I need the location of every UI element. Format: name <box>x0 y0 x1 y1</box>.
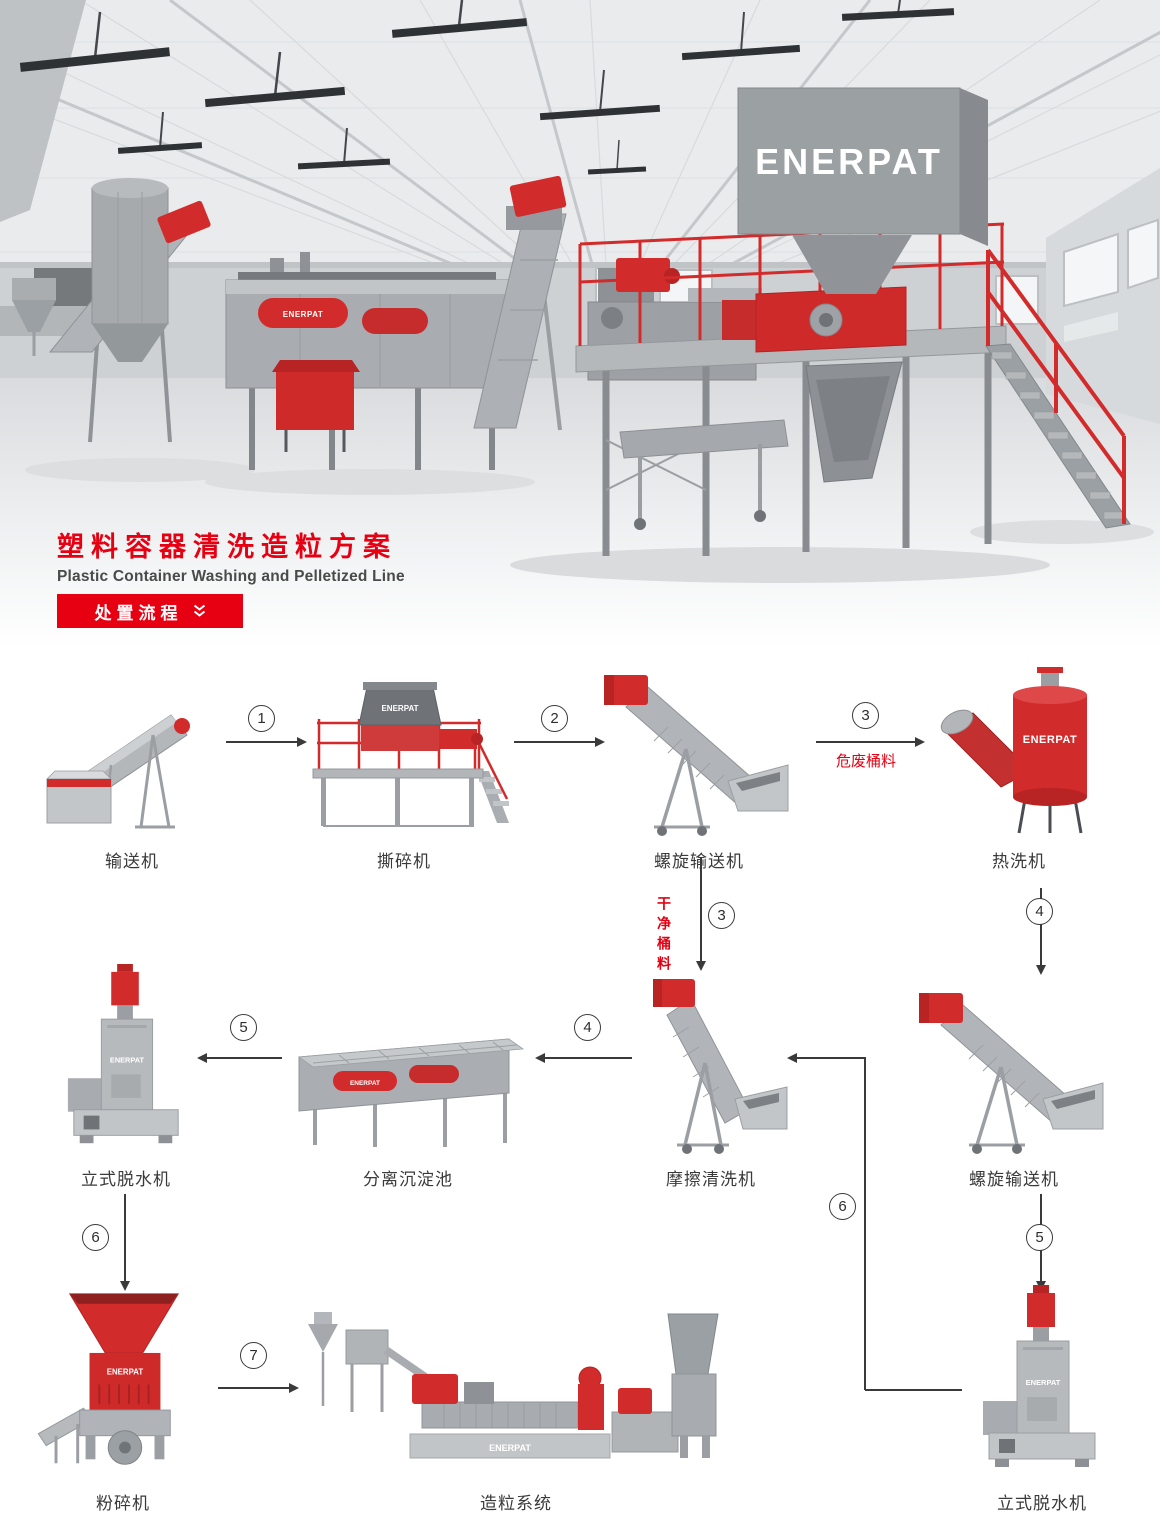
machine-label: 立式脱水机 <box>81 1170 171 1189</box>
step-4-badge-2: 4 <box>574 1014 601 1041</box>
page-title: 塑料容器清洗造粒方案 <box>57 532 397 562</box>
arrow-step-2 <box>514 737 605 747</box>
arrow-step-4b <box>535 1053 632 1063</box>
note-hazardous-barrels: 危废桶料 <box>835 753 896 770</box>
step-2-badge: 2 <box>541 705 568 732</box>
machine-friction-washer: 摩擦清洗机 <box>630 964 792 1190</box>
title-block: 塑料容器清洗造粒方案 Plastic Container Washing and… <box>57 532 405 586</box>
machine-label: 撕碎机 <box>377 852 431 871</box>
pelletizing-system-image: ENERPAT <box>307 1312 719 1459</box>
machine-label: 造粒系统 <box>480 1494 552 1513</box>
machine-screw-conveyor-1: 螺旋输送机 <box>600 660 798 872</box>
arrow-step-7 <box>218 1383 299 1393</box>
machine-label: 螺旋输送机 <box>969 1170 1059 1189</box>
step-3-badge: 3 <box>852 702 879 729</box>
brand-text: ENERPAT <box>489 1443 531 1453</box>
brand-text: ENERPAT <box>381 704 418 713</box>
crusher-image: ENERPAT <box>37 1293 180 1465</box>
arrow-step-1 <box>226 737 307 747</box>
page-subtitle: Plastic Container Washing and Pelletized… <box>57 567 405 585</box>
machine-pelletizing-system: ENERPAT 造粒系统 <box>292 1284 740 1514</box>
step-7-badge: 7 <box>240 1342 267 1369</box>
step-5-badge: 5 <box>230 1014 257 1041</box>
machine-separation-tank: ENERPAT 分离沉淀池 <box>282 964 534 1190</box>
access-stairs <box>985 248 1131 529</box>
machine-conveyor: 输送机 <box>42 660 222 872</box>
brand-text: ENERPAT <box>110 1055 145 1064</box>
silo-and-feeder <box>48 178 211 443</box>
machine-label: 螺旋输送机 <box>654 852 744 871</box>
right-wall <box>1046 168 1160 424</box>
brand-text: ENERPAT <box>1026 1378 1061 1387</box>
machine-label: 立式脱水机 <box>997 1494 1087 1513</box>
conveyor-image <box>45 714 190 829</box>
machine-vertical-dewatering-2: ENERPAT 立式脱水机 <box>962 1284 1122 1514</box>
shredder-platform: ENERPAT <box>575 87 1007 556</box>
arrow-step-5 <box>197 1053 282 1063</box>
arrow-step-3 <box>816 737 925 747</box>
ceiling-lights <box>19 0 955 175</box>
brand-text: ENERPAT <box>283 310 324 319</box>
step-1-badge: 1 <box>248 705 275 732</box>
shredder-image: ENERPAT <box>312 682 509 827</box>
machine-hot-washer: ENERPAT 热洗机 <box>925 660 1113 872</box>
machine-vertical-dewatering-1: ENERPAT 立式脱水机 <box>50 964 202 1190</box>
friction-washer-image <box>653 979 788 1154</box>
hot-washer-image: ENERPAT <box>940 667 1087 834</box>
machine-label: 输送机 <box>105 852 159 871</box>
step-6-badge-2: 6 <box>829 1193 856 1220</box>
inclined-conveyor <box>473 175 567 431</box>
screw-conveyor-image <box>918 993 1103 1154</box>
machine-screw-conveyor-2: 螺旋输送机 <box>915 964 1113 1190</box>
return-line-horizontal <box>865 1389 962 1391</box>
separation-tank-image: ENERPAT <box>297 1038 525 1147</box>
washing-tank: ENERPAT <box>225 252 509 470</box>
vertical-dewatering-image: ENERPAT <box>67 964 179 1144</box>
brand-text: ENERPAT <box>755 141 943 182</box>
arrow-step-3-down <box>696 858 706 971</box>
machine-crusher: ENERPAT 粉碎机 <box>32 1284 214 1514</box>
machine-label: 分离沉淀池 <box>363 1170 453 1189</box>
step-4-badge: 4 <box>1026 898 1053 925</box>
step-3-badge-2: 3 <box>708 902 735 929</box>
stair-railing <box>986 248 1126 524</box>
process-flow-button[interactable]: 处置流程 <box>57 594 243 628</box>
step-5-badge-2: 5 <box>1026 1224 1053 1251</box>
brand-text: ENERPAT <box>350 1080 380 1087</box>
return-line-vertical <box>864 1058 866 1390</box>
arrow-step-4-down <box>1036 888 1046 975</box>
machine-shredder: ENERPAT 撕碎机 <box>298 660 510 872</box>
arrow-step-6-down <box>120 1194 130 1291</box>
note-clean-barrels: 干净桶料 <box>656 896 672 976</box>
vertical-dewatering-image: ENERPAT <box>983 1285 1096 1467</box>
double-chevron-down-icon <box>193 604 205 617</box>
machine-label: 粉碎机 <box>96 1494 150 1513</box>
machine-label: 摩擦清洗机 <box>666 1170 756 1189</box>
step-6-badge: 6 <box>82 1224 109 1251</box>
process-flow-button-label: 处置流程 <box>94 603 183 623</box>
arrow-step-6-return <box>787 1053 866 1063</box>
screw-conveyor-image <box>603 675 788 836</box>
brand-text: ENERPAT <box>107 1368 144 1377</box>
brand-text: ENERPAT <box>1022 734 1076 746</box>
machine-label: 热洗机 <box>992 852 1046 871</box>
